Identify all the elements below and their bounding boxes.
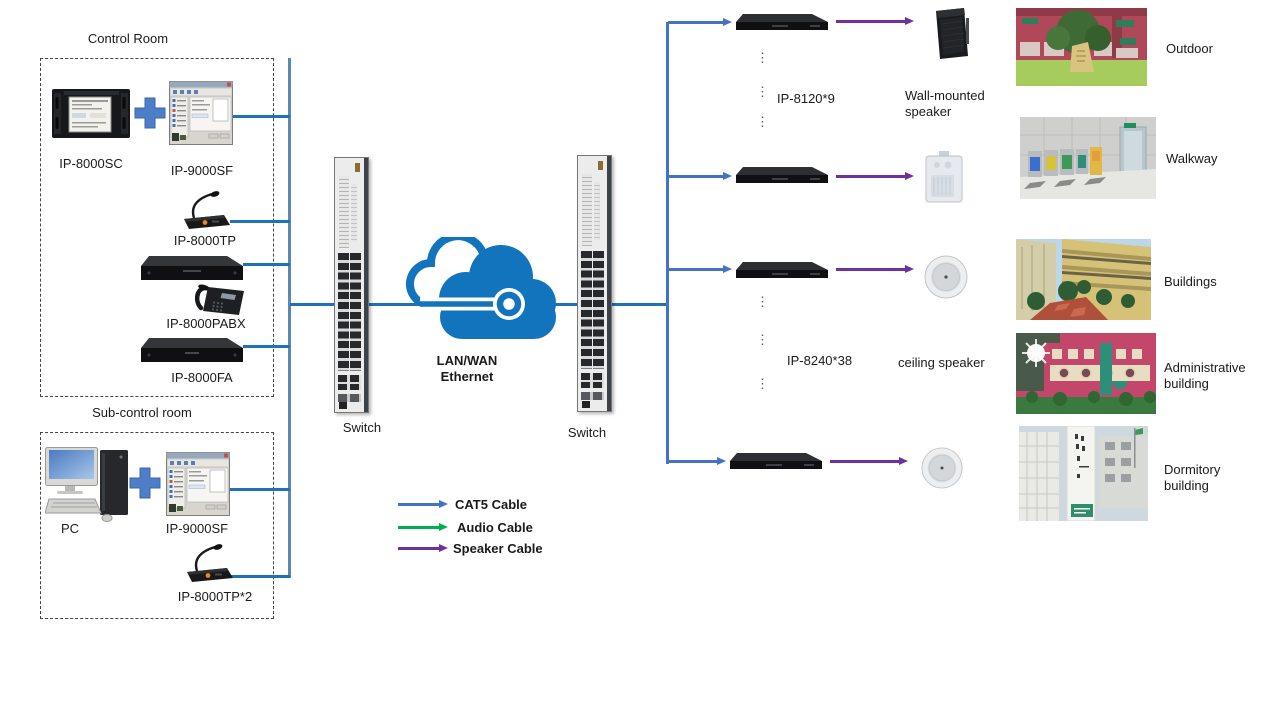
ip8000tp-microphone: [184, 191, 230, 229]
sub-control-room-title: Sub-control room: [92, 405, 192, 420]
ip8000pabx-phone: [194, 284, 244, 315]
cat5-line-8000tp2: [228, 575, 290, 578]
ellipsis-dots: ⋮: [756, 114, 769, 129]
wall-speaker-white: [925, 151, 963, 203]
ip8000pabx-rack-unit: [141, 256, 243, 280]
cloud-label-line1: LAN/WAN: [436, 353, 498, 368]
sub-control-room-box: [40, 432, 274, 619]
control-room-title: Control Room: [87, 31, 169, 46]
ip8000fa-label: IP-8000FA: [171, 370, 233, 385]
ellipsis-dots: ⋮: [756, 294, 769, 309]
plus-icon: [129, 467, 161, 499]
cat5-arrow-amp1: [668, 18, 732, 27]
legend-cat5-label: CAT5 Cable: [455, 497, 527, 512]
pc-label: PC: [60, 521, 80, 536]
ceiling-speaker-2: [921, 447, 963, 489]
amplifier-4: [730, 453, 822, 469]
ellipsis-dots: ⋮: [756, 376, 769, 391]
legend-speaker-label: Speaker Cable: [453, 541, 543, 556]
photo-buildings: [1016, 239, 1151, 320]
ip9000sf2-label: IP-9000SF: [165, 521, 229, 536]
photo-outdoor: [1016, 8, 1147, 86]
wall-speaker-black: [936, 8, 969, 59]
ellipsis-dots: ⋮: [756, 50, 769, 65]
ceiling-speaker-1: [924, 255, 968, 299]
cat5-line-9000sf: [233, 115, 290, 118]
plus-icon: [134, 97, 166, 129]
speaker-arrow-1: [836, 17, 914, 26]
amplifier-1: [736, 14, 828, 30]
amplifier-3: [736, 262, 828, 278]
cat5-line-9000sf-2: [229, 488, 290, 491]
legend-audio-label: Audio Cable: [457, 520, 533, 535]
photo-walkway: [1020, 117, 1156, 199]
ip8000pabx-label: IP-8000PABX: [166, 316, 246, 331]
ceiling-speaker-label: ceiling speaker: [898, 355, 985, 370]
cat5-line-switch2-bus: [612, 303, 668, 306]
legend-audio-arrow: [398, 523, 448, 532]
photo-dormitory: [1019, 426, 1148, 521]
legend-speaker-arrow: [398, 544, 448, 553]
ip8000tp2-label: IP-8000TP*2: [177, 589, 253, 604]
amp-top-label: IP-8120*9: [777, 91, 835, 106]
pc-computer: [45, 447, 128, 522]
cat5-line-8000fa: [243, 345, 290, 348]
switch-left-device: [334, 157, 369, 413]
ip9000sf-label: IP-9000SF: [170, 163, 234, 178]
ip9000sf-software-window: [169, 81, 233, 145]
ip8000sc-label: IP-8000SC: [59, 156, 123, 171]
photo-administrative: [1016, 333, 1156, 414]
ip8000fa-rack-unit: [141, 338, 243, 362]
left-bus-line: [288, 58, 291, 578]
cloud-label-line2: Ethernet: [440, 369, 494, 384]
ellipsis-dots: ⋮: [756, 332, 769, 347]
legend-cat5-arrow: [398, 500, 448, 509]
location-outdoor-label: Outdoor: [1166, 41, 1213, 56]
control-room-box: [40, 58, 274, 397]
ip8000tp2-microphone: [187, 544, 233, 582]
switch-right-label: Switch: [567, 425, 607, 440]
cat5-arrow-amp3: [668, 265, 732, 274]
location-dormitory-label: Dormitory building: [1164, 462, 1221, 493]
ip8000tp-label: IP-8000TP: [173, 233, 237, 248]
wall-speaker-label: Wall-mounted speaker: [905, 88, 985, 119]
location-administrative-label: Administrative building: [1164, 360, 1246, 391]
cat5-arrow-amp4: [668, 457, 726, 466]
speaker-arrow-3: [836, 265, 914, 274]
switch-right-device: [577, 155, 612, 412]
location-buildings-label: Buildings: [1164, 274, 1217, 289]
location-walkway-label: Walkway: [1166, 151, 1218, 166]
ellipsis-dots: ⋮: [756, 84, 769, 99]
cat5-line-8000tp: [230, 220, 290, 223]
amplifier-2: [736, 167, 828, 183]
cat5-arrow-amp2: [668, 172, 732, 181]
switch-left-label: Switch: [342, 420, 382, 435]
speaker-arrow-4: [830, 457, 908, 466]
ip9000sf-software-window-2: [166, 452, 230, 516]
ip8000sc-device: [52, 89, 130, 138]
cat5-line-8000pabx: [243, 263, 290, 266]
speaker-arrow-2: [836, 172, 914, 181]
cat5-line-bus-to-switch1: [290, 303, 334, 306]
cloud-icon: [405, 237, 556, 339]
amp-bottom-label: IP-8240*38: [787, 353, 853, 368]
right-bus-line: [666, 22, 669, 464]
